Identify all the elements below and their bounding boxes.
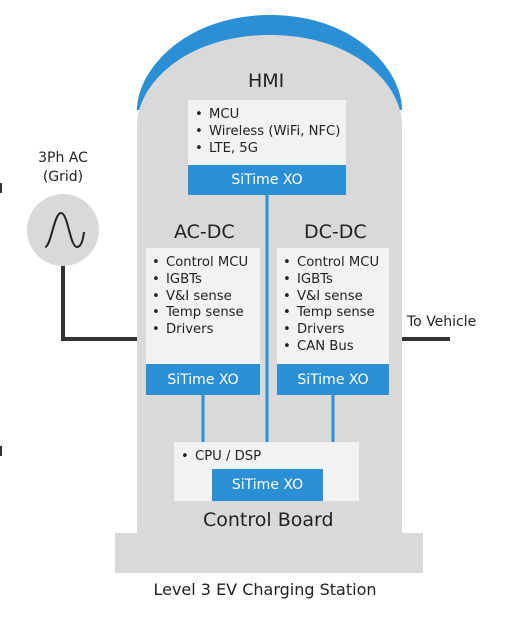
dcdc-panel: Control MCU IGBTs V&I sense Temp sense D…	[277, 248, 389, 364]
acdc-item: Temp sense	[152, 305, 248, 322]
dcdc-item: Temp sense	[283, 305, 379, 322]
acdc-item: IGBTs	[152, 272, 248, 289]
control-board-title: Control Board	[203, 509, 334, 531]
dcdc-title: DC-DC	[304, 221, 367, 243]
acdc-items-list: Control MCU IGBTs V&I sense Temp sense D…	[152, 255, 248, 339]
sine-wave-icon	[27, 194, 99, 266]
edge-tick-mark	[0, 183, 2, 193]
dcdc-items-list: Control MCU IGBTs V&I sense Temp sense D…	[283, 255, 379, 356]
grid-source-label: 3Ph AC (Grid)	[23, 149, 103, 187]
hmi-items-list: MCU Wireless (WiFi, NFC) LTE, 5G	[195, 107, 340, 157]
edge-tick-mark	[0, 446, 2, 456]
grid-input-cable	[61, 262, 137, 341]
control-board-sitime-xo: SiTime XO	[212, 469, 323, 501]
hmi-item: MCU	[195, 107, 340, 124]
acdc-item: Control MCU	[152, 255, 248, 272]
grid-source-label-line2: (Grid)	[42, 169, 84, 185]
dcdc-item: V&I sense	[283, 289, 379, 306]
acdc-sitime-xo: SiTime XO	[146, 364, 260, 395]
diagram-caption: Level 3 EV Charging Station	[153, 580, 377, 599]
hmi-sitime-xo: SiTime XO	[188, 165, 346, 195]
dcdc-item: IGBTs	[283, 272, 379, 289]
control-board-item: CPU / DSP	[181, 449, 261, 466]
grid-source-label-line1: 3Ph AC	[38, 150, 88, 166]
station-base	[115, 533, 423, 573]
dcdc-sitime-xo: SiTime XO	[277, 364, 389, 395]
acdc-panel: Control MCU IGBTs V&I sense Temp sense D…	[146, 248, 260, 364]
dcdc-item: Control MCU	[283, 255, 379, 272]
acdc-title: AC-DC	[174, 221, 235, 243]
dcdc-item: CAN Bus	[283, 339, 379, 356]
dcdc-item: Drivers	[283, 322, 379, 339]
hmi-panel: MCU Wireless (WiFi, NFC) LTE, 5G	[188, 100, 346, 165]
acdc-item: Drivers	[152, 322, 248, 339]
hmi-item: LTE, 5G	[195, 141, 340, 158]
vehicle-output-label: To Vehicle	[407, 314, 477, 330]
hmi-item: Wireless (WiFi, NFC)	[195, 124, 340, 141]
control-board-items-list: CPU / DSP	[181, 449, 261, 466]
acdc-item: V&I sense	[152, 289, 248, 306]
hmi-title: HMI	[248, 70, 285, 92]
